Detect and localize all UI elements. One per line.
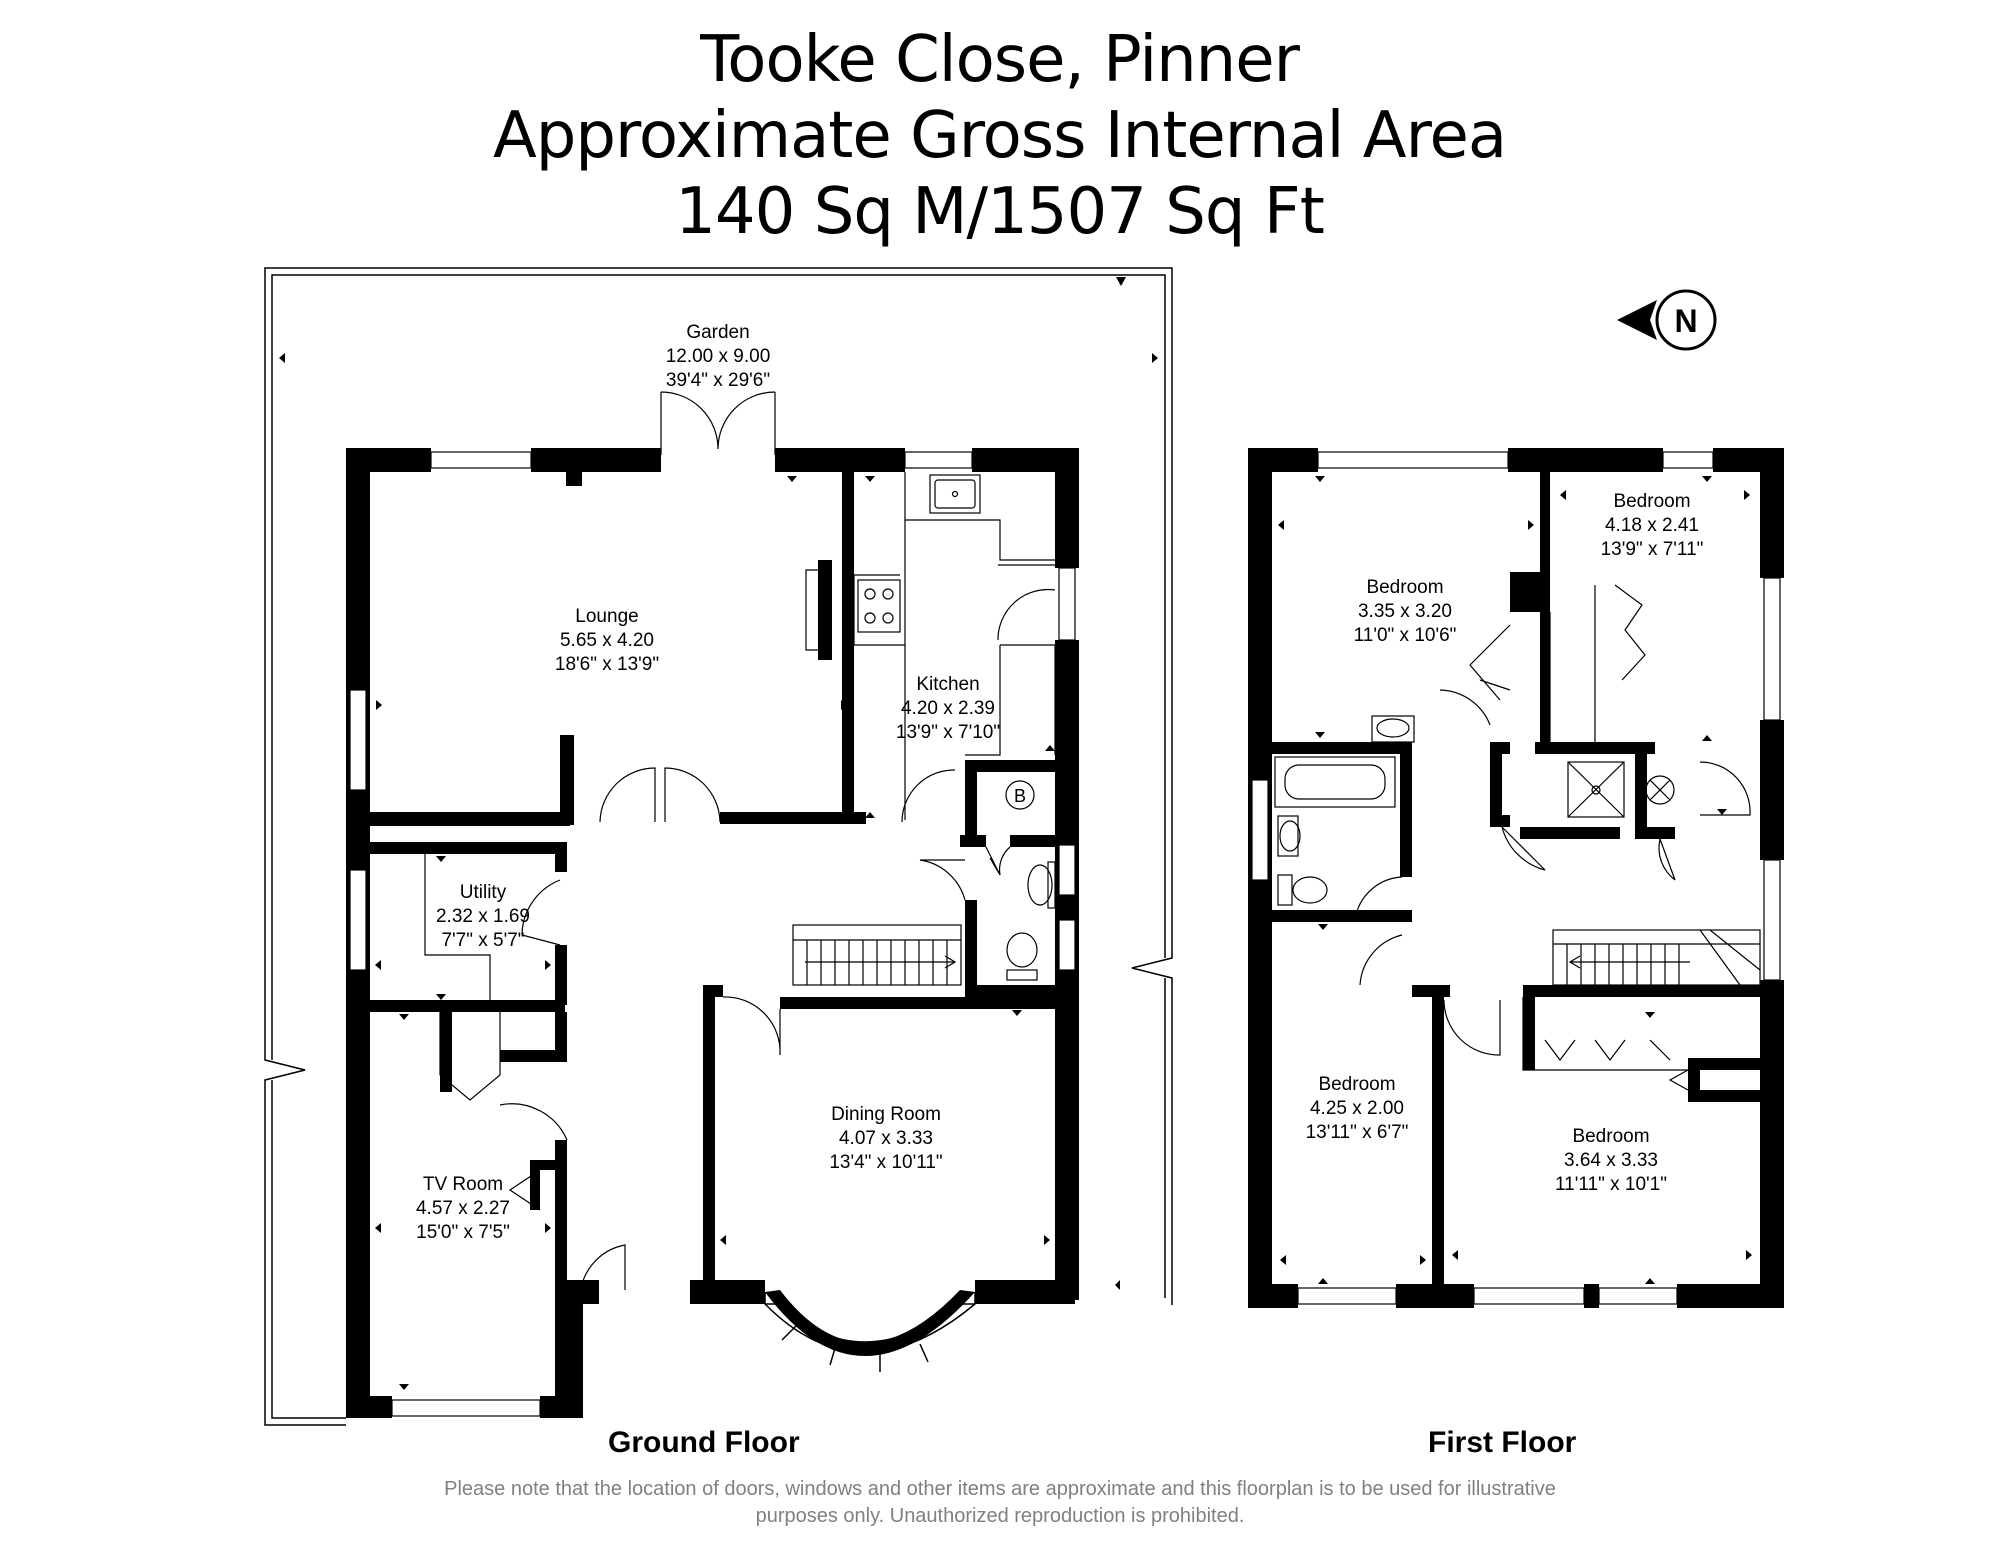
disclaimer-line-1: Please note that the location of doors, … bbox=[444, 1478, 1556, 1500]
svg-text:Bedroom: Bedroom bbox=[1572, 1126, 1649, 1147]
svg-text:13'9" x 7'10": 13'9" x 7'10" bbox=[896, 722, 1000, 743]
svg-text:12.00 x 9.00: 12.00 x 9.00 bbox=[666, 346, 771, 367]
room-label-kitchen: Kitchen 4.20 x 2.39 13'9" x 7'10" bbox=[896, 674, 1000, 743]
room-label-lounge: Lounge 5.65 x 4.20 18'6" x 13'9" bbox=[555, 606, 659, 675]
svg-text:3.35 x 3.20: 3.35 x 3.20 bbox=[1358, 601, 1452, 622]
ground-floor-windows bbox=[349, 451, 1076, 1417]
svg-text:11'11" x 10'1": 11'11" x 10'1" bbox=[1555, 1174, 1667, 1195]
svg-text:3.64 x 3.33: 3.64 x 3.33 bbox=[1564, 1150, 1658, 1171]
svg-text:Bedroom: Bedroom bbox=[1613, 491, 1690, 512]
svg-text:Garden: Garden bbox=[686, 322, 749, 343]
room-label-bedroom-front: Bedroom 3.35 x 3.20 11'0" x 10'6" bbox=[1354, 577, 1457, 646]
tv-room-cupboard bbox=[439, 1012, 501, 1101]
first-floor-windows bbox=[1251, 451, 1781, 1305]
svg-text:Bedroom: Bedroom bbox=[1318, 1074, 1395, 1095]
svg-text:Kitchen: Kitchen bbox=[916, 674, 979, 695]
area-value: 140 Sq M/1507 Sq Ft bbox=[675, 175, 1325, 249]
shower-icon bbox=[1567, 761, 1625, 818]
ground-floor-doors bbox=[499, 564, 1056, 1301]
svg-text:B: B bbox=[1014, 786, 1026, 806]
svg-text:Utility: Utility bbox=[460, 882, 507, 903]
first-floor-walls bbox=[1248, 448, 1784, 1308]
svg-text:4.18 x 2.41: 4.18 x 2.41 bbox=[1605, 515, 1699, 536]
garden-boundary bbox=[264, 267, 1173, 1426]
first-floor-doors bbox=[1354, 584, 1751, 1091]
disclaimer: Please note that the location of doors, … bbox=[300, 1476, 1700, 1530]
bay-window bbox=[764, 1292, 976, 1372]
svg-text:Bedroom: Bedroom bbox=[1366, 577, 1443, 598]
room-label-bedroom-left: Bedroom 4.25 x 2.00 13'11" x 6'7" bbox=[1306, 1074, 1409, 1143]
svg-text:4.57 x 2.27: 4.57 x 2.27 bbox=[416, 1198, 510, 1219]
room-label-bedroom-right: Bedroom 4.18 x 2.41 13'9" x 7'11" bbox=[1601, 491, 1704, 560]
bedroom-basin-icon bbox=[1371, 715, 1415, 743]
disclaimer-line-2: purposes only. Unauthorized reproduction… bbox=[755, 1505, 1245, 1527]
room-label-utility: Utility 2.32 x 1.69 7'7" x 5'7" bbox=[436, 882, 530, 951]
svg-text:Lounge: Lounge bbox=[575, 606, 638, 627]
svg-text:Dining Room: Dining Room bbox=[831, 1104, 941, 1125]
svg-text:18'6" x 13'9": 18'6" x 13'9" bbox=[555, 654, 659, 675]
room-label-dining-room: Dining Room 4.07 x 3.33 13'4" x 10'11" bbox=[829, 1104, 942, 1173]
toilet-icon bbox=[1006, 932, 1038, 981]
svg-text:15'0" x 7'5": 15'0" x 7'5" bbox=[416, 1222, 510, 1243]
room-label-garden: Garden 12.00 x 9.00 39'4" x 29'6" bbox=[666, 322, 771, 391]
area-heading: Approximate Gross Internal Area bbox=[492, 99, 1507, 173]
first-floor-stairs bbox=[1552, 929, 1761, 986]
svg-text:13'4" x 10'11": 13'4" x 10'11" bbox=[829, 1152, 942, 1173]
bathroom-basin-icon bbox=[1277, 815, 1301, 857]
hob-icon bbox=[857, 579, 901, 633]
wc-basin-icon bbox=[1027, 861, 1056, 909]
svg-text:13'9" x 7'11": 13'9" x 7'11" bbox=[1601, 539, 1704, 560]
room-label-tv-room: TV Room 4.57 x 2.27 15'0" x 7'5" bbox=[416, 1174, 510, 1243]
fireplace-icon bbox=[805, 569, 818, 651]
svg-text:5.65 x 4.20: 5.65 x 4.20 bbox=[560, 630, 654, 651]
svg-text:39'4" x 29'6": 39'4" x 29'6" bbox=[666, 370, 770, 391]
dimension-markers bbox=[279, 277, 1752, 1390]
sink-icon bbox=[929, 474, 981, 514]
svg-text:4.07 x 3.33: 4.07 x 3.33 bbox=[839, 1128, 933, 1149]
bathroom-toilet-icon bbox=[1277, 874, 1328, 906]
room-label-bedroom-rear: Bedroom 3.64 x 3.33 11'11" x 10'1" bbox=[1555, 1126, 1667, 1195]
ground-floor-label: Ground Floor bbox=[608, 1426, 800, 1459]
boiler-icon: B bbox=[1005, 780, 1035, 810]
bay-window-wall bbox=[765, 1290, 975, 1356]
property-address: Tooke Close, Pinner bbox=[700, 23, 1300, 97]
svg-text:7'7" x 5'7": 7'7" x 5'7" bbox=[441, 930, 524, 951]
kitchen-units bbox=[853, 472, 1056, 820]
svg-text:13'11" x 6'7": 13'11" x 6'7" bbox=[1306, 1122, 1409, 1143]
svg-text:4.20 x 2.39: 4.20 x 2.39 bbox=[901, 698, 995, 719]
french-doors bbox=[660, 391, 776, 455]
ground-floor-stairs bbox=[792, 924, 962, 986]
svg-text:N: N bbox=[1674, 303, 1697, 339]
extractor-icon bbox=[1645, 775, 1675, 805]
utility-worktop bbox=[424, 854, 491, 1000]
svg-text:11'0" x 10'6": 11'0" x 10'6" bbox=[1354, 625, 1457, 646]
title-block: Tooke Close, Pinner Approximate Gross In… bbox=[0, 22, 1999, 250]
svg-text:2.32 x 1.69: 2.32 x 1.69 bbox=[436, 906, 530, 927]
svg-text:4.25 x 2.00: 4.25 x 2.00 bbox=[1310, 1098, 1404, 1119]
compass-icon: N bbox=[1617, 289, 1717, 351]
svg-text:TV Room: TV Room bbox=[423, 1174, 503, 1195]
bath-icon bbox=[1274, 756, 1396, 808]
bedroom-wardrobe bbox=[1522, 585, 1688, 1071]
first-floor-label: First Floor bbox=[1428, 1426, 1577, 1459]
